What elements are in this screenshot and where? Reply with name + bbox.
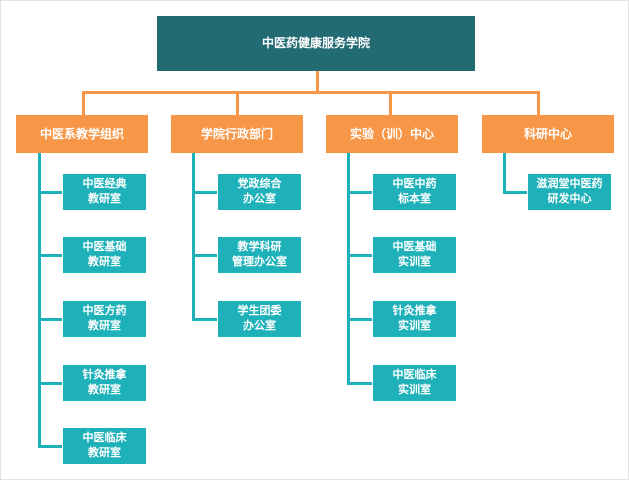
unit-node: 针灸推拿 实训室 <box>372 300 457 338</box>
unit-branch <box>347 382 373 385</box>
unit-node: 针灸推拿 教研室 <box>62 364 147 402</box>
unit-spine-2 <box>192 153 195 321</box>
root-node: 中医药健康服务学院 <box>157 16 475 71</box>
department-drop-1 <box>82 91 85 115</box>
department-node: 实验（训）中心 <box>326 115 458 153</box>
unit-branch <box>347 318 373 321</box>
unit-branch <box>38 254 63 257</box>
root-connector <box>316 71 319 92</box>
unit-spine-4 <box>503 153 506 194</box>
department-node: 学院行政部门 <box>171 115 303 153</box>
unit-node: 学生团委 办公室 <box>217 300 302 338</box>
department-node: 科研中心 <box>482 115 614 153</box>
unit-branch <box>503 191 528 194</box>
unit-branch <box>192 318 218 321</box>
unit-node: 中医中药 标本室 <box>372 173 457 211</box>
unit-spine-3 <box>347 153 350 385</box>
department-node: 中医系教学组织 <box>16 115 148 153</box>
unit-branch <box>192 254 218 257</box>
department-bus <box>82 91 540 94</box>
unit-branch <box>38 191 63 194</box>
unit-branch <box>347 191 373 194</box>
department-drop-4 <box>537 91 540 115</box>
unit-node: 党政综合 办公室 <box>217 173 302 211</box>
unit-spine-1 <box>38 153 41 448</box>
unit-node: 中医基础 教研室 <box>62 236 147 274</box>
unit-node: 中医临床 实训室 <box>372 364 457 402</box>
unit-node: 中医方药 教研室 <box>62 300 147 338</box>
unit-node: 滋润堂中医药 研发中心 <box>527 173 612 211</box>
unit-node: 中医临床 教研室 <box>62 427 147 465</box>
department-drop-3 <box>389 91 392 115</box>
unit-node: 中医基础 实训室 <box>372 236 457 274</box>
unit-branch <box>38 382 63 385</box>
unit-node: 教学科研 管理办公室 <box>217 236 302 274</box>
unit-branch <box>38 445 63 448</box>
unit-node: 中医经典 教研室 <box>62 173 147 211</box>
unit-branch <box>192 191 218 194</box>
unit-branch <box>38 318 63 321</box>
unit-branch <box>347 254 373 257</box>
department-drop-2 <box>236 91 239 115</box>
